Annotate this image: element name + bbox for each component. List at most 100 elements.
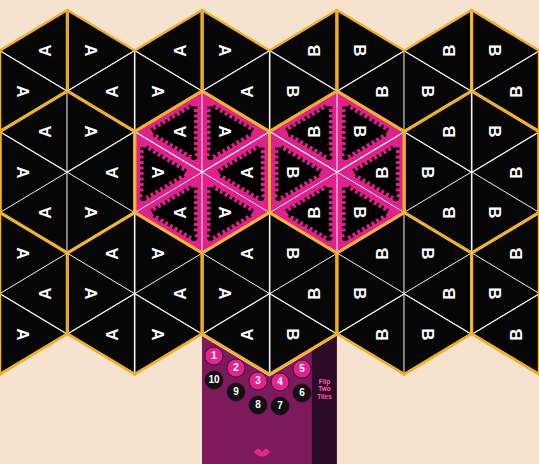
tile-letter: A [171,125,188,137]
tile-letter: A [149,247,166,259]
callout-number: 8 [255,400,261,410]
board-tile: A [202,132,269,213]
board-tile-outline [337,213,404,294]
tile-letter: B [351,125,368,137]
tile-letter: A [36,287,53,299]
tile-letter: B [351,287,368,299]
tile-letter: B [306,206,323,218]
board-tile: A [202,10,269,91]
board-tile-outline [404,91,471,172]
callout-number: 5 [299,364,305,374]
board-tile: A [0,213,67,294]
track-circle: 4 [271,373,289,391]
board-tile: A [202,172,269,253]
tile-shape [135,294,202,375]
board-tile: B [472,213,539,294]
track-circle-shape [205,371,223,389]
board-tile: A [0,51,67,132]
board-tile: B [404,294,471,375]
board-tile-outline [0,213,67,294]
board-tile-outline [337,253,404,334]
callout-number: 7 [277,401,283,411]
track-circle-shape [293,360,311,378]
board-tile-outline [472,253,539,334]
board-tile-outline [135,91,202,172]
board-tile: B [337,253,404,334]
tile-letter: B [283,85,300,97]
board-tile-outline [472,10,539,91]
tile-letter: B [306,44,323,56]
tile-letter: B [306,287,323,299]
board-tile: B [337,132,404,213]
board-tile-outline [337,294,404,375]
tile-letter: B [441,287,458,299]
tile-letter: A [104,85,121,97]
track-circle: 6 [293,384,311,402]
tile-letter: A [81,44,98,56]
track-circle-shape [293,384,311,402]
hex-outline [472,456,539,464]
board-tile: B [337,51,404,132]
board-tile: B [270,10,337,91]
tab-strip [312,336,337,464]
track-circle: 10 [205,371,223,389]
tile-letter: A [171,44,188,56]
hex-outline [404,0,539,10]
tile-letter: B [486,125,503,137]
board-tile: B [270,172,337,253]
tile-shape [337,294,404,375]
tile-letter: B [418,247,435,259]
hex-outline [67,456,202,464]
board-tile-outline [67,132,134,213]
board-tile: A [0,172,67,253]
board-tile-outline [270,10,337,91]
board-tile-outline [67,51,134,132]
board-tile-outline [337,132,404,213]
board-tile-outline [135,51,202,132]
board-tile-outline [270,91,337,172]
board-tile: A [67,51,134,132]
board-tile: B [472,91,539,172]
callout-number: 9 [233,387,239,397]
tile-shape [472,294,539,375]
board-tile: A [202,213,269,294]
track-circle: 7 [271,397,289,415]
hex-outline [337,456,472,464]
tile-letter: B [283,166,300,178]
board-tile: B [270,294,337,375]
rule-tab: Flip Two Tiles12345678910 [202,334,337,464]
tile-letter: B [351,206,368,218]
callout-number: 6 [299,388,305,398]
board-tile-outline [472,91,539,172]
board-tile: A [67,213,134,294]
tile-letter: B [283,247,300,259]
board-tile-outline [270,51,337,132]
board-tile: B [404,10,471,91]
callout-number: 2 [233,363,239,373]
board-tile: A [135,294,202,375]
hex-outline [0,456,67,464]
hex-outline [0,0,135,10]
board-tile: B [337,294,404,375]
tile-letter: B [508,166,525,178]
tile-letter: B [486,206,503,218]
board-tile-outline [404,213,471,294]
board-tile: A [135,213,202,294]
board-tile: B [404,91,471,172]
tile-letter: A [36,206,53,218]
tile-letter: B [283,328,300,340]
tile-letter: B [508,328,525,340]
board-tile: A [67,10,134,91]
track-circle-shape [205,347,223,365]
board-tile: A [0,132,67,213]
tile-shape [0,294,67,375]
tile-letter: A [239,328,256,340]
tile-letter: A [14,85,31,97]
board-tile-outline [472,51,539,132]
board-tile: A [0,294,67,375]
board-tile: B [337,213,404,294]
board-tile-outline [67,294,134,375]
board-tile: A [67,132,134,213]
tile-letter: A [104,328,121,340]
